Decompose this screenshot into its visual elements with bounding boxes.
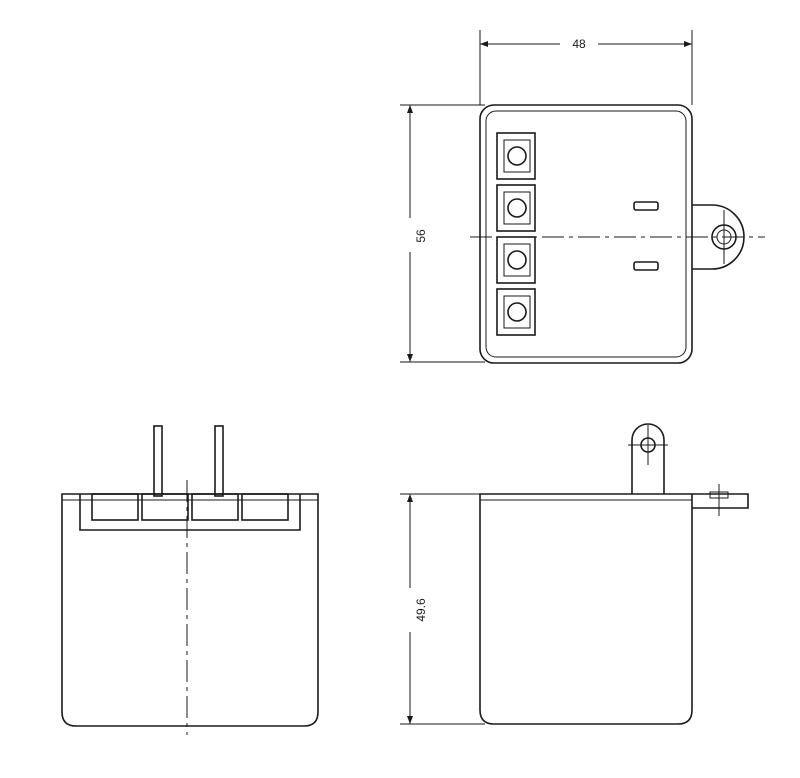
height-dimension-label: 56 [414,229,428,243]
housing-outer-outline [479,104,693,364]
depth-dimension-label: 49.6 [414,598,428,622]
dimension-width: 48 [479,30,693,105]
pin-left [153,425,163,497]
dimension-depth: 49.6 [400,493,485,725]
slot-upper [633,201,659,211]
horizontal-ear [692,493,749,509]
housing-inner-outline [485,110,687,358]
dimension-height: 56 [400,104,485,363]
side-view: 49.6 [400,423,749,725]
terminal-2 [496,184,536,232]
front-view [61,425,319,735]
terminal-block [79,494,301,531]
terminal-4 [496,288,536,336]
width-dimension-label: 48 [572,37,586,51]
top-view: 48 56 [400,30,765,364]
slot-lower [633,261,659,271]
side-body-outline [479,493,693,725]
terminal-1 [496,132,536,180]
front-body-outline [61,493,319,727]
terminal-3 [496,236,536,284]
vertical-tab [631,423,665,494]
pin-right [214,425,224,497]
